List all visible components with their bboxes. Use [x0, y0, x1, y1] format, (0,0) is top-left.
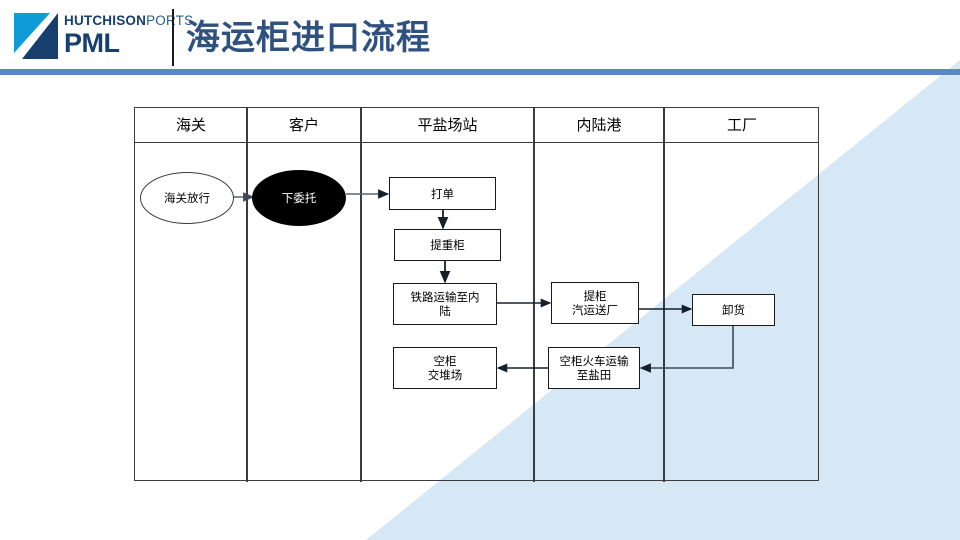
flow-node-label-print-doc: 打单: [431, 186, 454, 201]
header-divider: [172, 9, 174, 66]
flow-node-label-truck-to-factory: 提柜 汽运送厂: [572, 289, 618, 317]
brand-logo-text: HUTCHISONPORTS PML: [64, 13, 193, 59]
swimlane-divider-4: [663, 108, 665, 482]
swimlane-header-4: 工厂: [726, 116, 757, 134]
header-rule: [0, 69, 960, 75]
swimlane-divider-1: [246, 108, 248, 482]
swimlane-header-0: 海关: [175, 116, 206, 134]
brand-hutchison: HUTCHISON: [64, 13, 147, 28]
flow-node-label-place-order: 下委托: [281, 191, 317, 205]
swimlane-divider-3: [533, 108, 535, 482]
page-title: 海运柜进口流程: [186, 18, 431, 58]
flow-node-place-order[interactable]: 下委托: [252, 170, 346, 226]
flow-node-label-rail-to-inland: 铁路运输至内 陆: [410, 290, 480, 318]
flow-node-truck-to-factory[interactable]: 提柜 汽运送厂: [551, 282, 639, 324]
brand-ports: PORTS: [146, 13, 194, 28]
swimlane-header-row: 海关 客户 平盐场站 内陆港 工厂: [135, 108, 818, 143]
flow-node-empty-to-yard[interactable]: 空柜 交堆场: [393, 347, 497, 389]
swimlane-header-1: 客户: [288, 116, 319, 134]
flow-node-label-unload: 卸货: [722, 303, 745, 317]
swimlane-divider-2: [360, 108, 362, 482]
flow-node-print-doc[interactable]: 打单: [389, 177, 496, 210]
flow-node-label-empty-rail-back: 空柜火车运输 至盐田: [559, 354, 629, 382]
flow-node-pickup-laden[interactable]: 提重柜: [394, 229, 501, 261]
flow-node-label-customs-release: 海关放行: [164, 191, 210, 205]
flow-node-unload[interactable]: 卸货: [692, 294, 775, 326]
brand-logo-line1: HUTCHISONPORTS: [64, 13, 193, 28]
flow-node-label-empty-to-yard: 空柜 交堆场: [427, 354, 463, 382]
brand-logo[interactable]: HUTCHISONPORTS PML: [14, 11, 193, 61]
hutchison-ports-logo-mark-icon: [14, 13, 58, 59]
slide-header: HUTCHISONPORTS PML 海运柜进口流程: [0, 0, 960, 76]
brand-pml: PML: [64, 28, 120, 58]
flow-node-rail-to-inland[interactable]: 铁路运输至内 陆: [393, 283, 497, 325]
flow-node-empty-rail-back[interactable]: 空柜火车运输 至盐田: [548, 347, 640, 389]
swimlane-header-2: 平盐场站: [417, 116, 478, 134]
flow-node-label-pickup-laden: 提重柜: [430, 238, 465, 252]
swimlane-header-3: 内陆港: [576, 116, 622, 134]
flow-node-customs-release[interactable]: 海关放行: [140, 172, 234, 224]
